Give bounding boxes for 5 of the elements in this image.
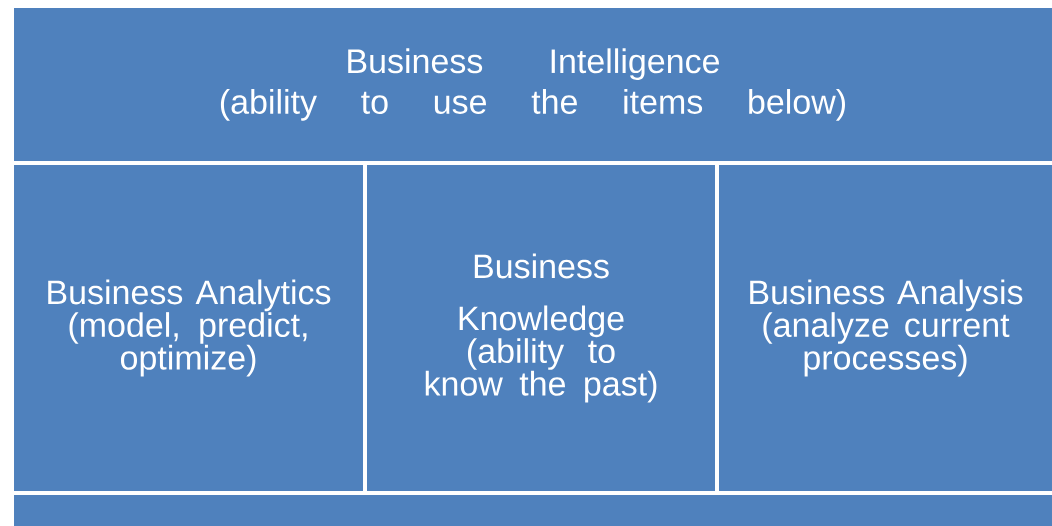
- empty-band: [14, 495, 1052, 526]
- header-band: Business Intelligence (ability to use the items below): [14, 8, 1052, 161]
- category-cell: Business Analysis (analyze current processes): [719, 165, 1052, 491]
- category-cell: Business Knowledge (ability to know the past): [367, 165, 715, 491]
- category-cell: Business Analytics (model, predict, optimize): [14, 165, 363, 491]
